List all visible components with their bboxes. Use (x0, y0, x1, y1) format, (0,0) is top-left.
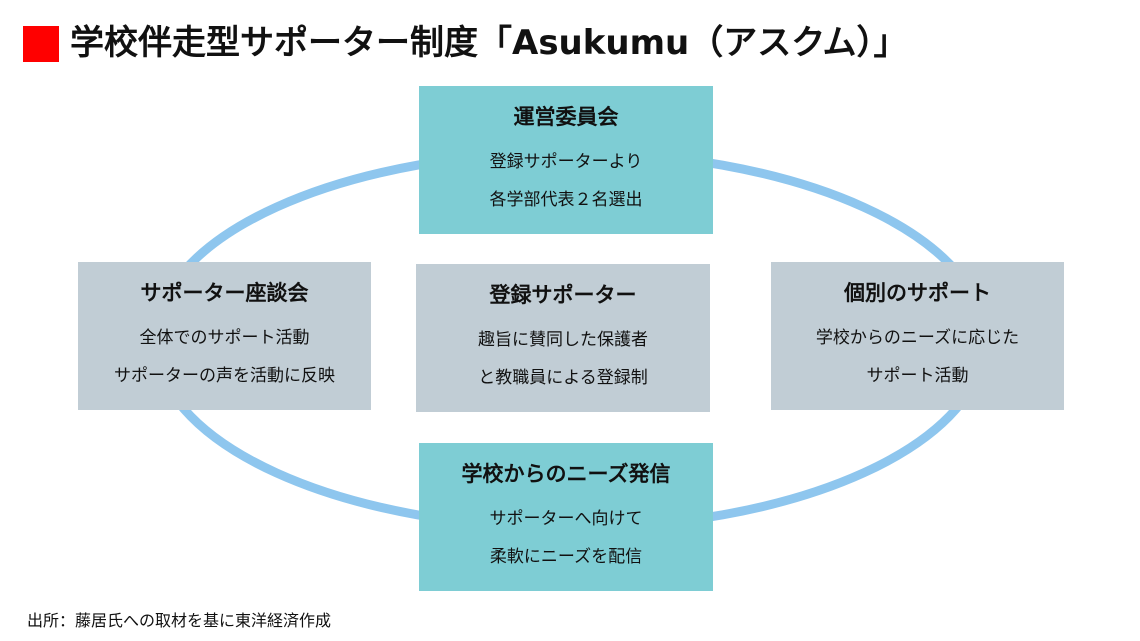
school-needs-box: 学校からのニーズ発信 サポーターへ向けて 柔軟にニーズを配信 (419, 443, 713, 591)
registered-supporters-line-2: と教職員による登録制 (478, 368, 648, 388)
supporter-roundtable-heading: サポーター座談会 (140, 281, 309, 305)
steering-committee-line-1: 登録サポーターより (489, 152, 643, 172)
supporter-roundtable-line-1: 全体でのサポート活動 (139, 328, 310, 348)
registered-supporters-box: 登録サポーター 趣旨に賛同した保護者 と教職員による登録制 (416, 264, 710, 412)
source-note: 出所：藤居氏への取材を基に東洋経済作成 (27, 611, 332, 630)
registered-supporters-heading: 登録サポーター (489, 283, 637, 307)
individual-support-box: 個別のサポート 学校からのニーズに応じた サポート活動 (771, 262, 1064, 410)
school-needs-line-1: サポーターへ向けて (489, 509, 643, 529)
steering-committee-heading: 運営委員会 (513, 105, 619, 129)
title-marker (23, 26, 59, 62)
registered-supporters-line-1: 趣旨に賛同した保護者 (478, 330, 648, 350)
school-needs-heading: 学校からのニーズ発信 (461, 462, 671, 486)
individual-support-line-2: サポート活動 (866, 366, 969, 386)
page-title: 学校伴走型サポーター制度「Asukumu（アスクム）」 (70, 23, 908, 63)
school-needs-line-2: 柔軟にニーズを配信 (489, 547, 643, 567)
steering-committee-line-2: 各学部代表２名選出 (489, 190, 643, 210)
supporter-roundtable-box: サポーター座談会 全体でのサポート活動 サポーターの声を活動に反映 (78, 262, 371, 410)
steering-committee-box: 運営委員会 登録サポーターより 各学部代表２名選出 (419, 86, 713, 234)
individual-support-line-1: 学校からのニーズに応じた (815, 328, 1020, 348)
supporter-roundtable-line-2: サポーターの声を活動に反映 (114, 366, 335, 386)
individual-support-heading: 個別のサポート (844, 281, 991, 305)
